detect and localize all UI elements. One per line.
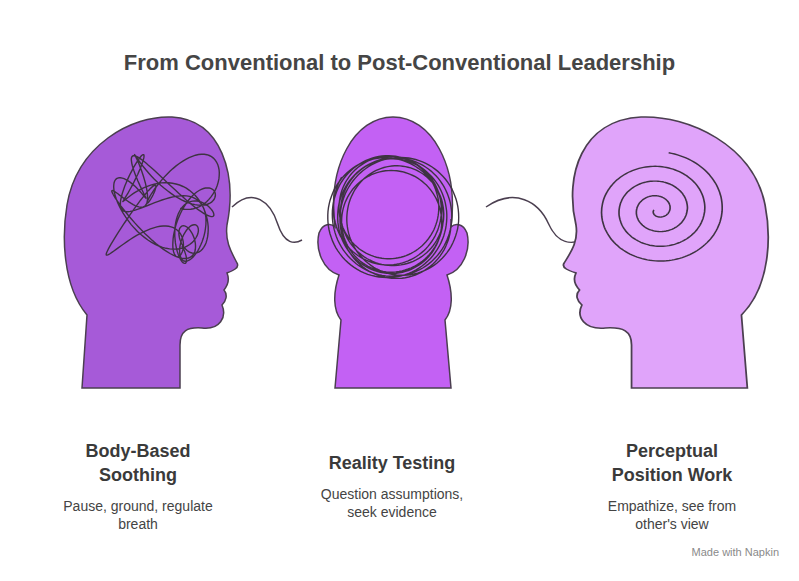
- head-silhouette: [62, 115, 238, 390]
- text-block: Body-Based SoothingPause, ground, regula…: [40, 437, 236, 535]
- text-block: Perceptual Position WorkEmpathize, see f…: [574, 437, 770, 535]
- node-heading: Reality Testing: [329, 451, 456, 475]
- connector-line: [486, 198, 582, 243]
- head-group: [318, 117, 468, 388]
- node-description: Question assumptions, seek evidence: [307, 485, 477, 521]
- head-silhouette: [563, 115, 771, 390]
- head-silhouette: [305, 115, 481, 390]
- head-outline: [64, 117, 237, 388]
- head-outline: [318, 117, 468, 388]
- connector-line: [232, 198, 302, 243]
- thought-scribble: [602, 153, 723, 261]
- thought-scribble: [328, 156, 459, 279]
- head-node: Body-Based SoothingPause, ground, regula…: [40, 115, 236, 535]
- thought-scribble: [106, 154, 219, 263]
- watermark: Made with Napkin: [692, 546, 779, 558]
- diagram-title: From Conventional to Post-Conventional L…: [0, 50, 799, 76]
- head-group: [563, 117, 768, 388]
- node-description: Pause, ground, regulate breath: [53, 497, 223, 533]
- node-description: Empathize, see from other's view: [587, 497, 757, 533]
- node-heading: Perceptual Position Work: [597, 439, 747, 487]
- head-outline: [563, 117, 768, 388]
- head-node: Perceptual Position WorkEmpathize, see f…: [574, 115, 770, 535]
- text-block: Reality TestingQuestion assumptions, see…: [294, 437, 490, 535]
- node-heading: Body-Based Soothing: [63, 439, 213, 487]
- head-node: Reality TestingQuestion assumptions, see…: [294, 115, 490, 535]
- head-group: [64, 117, 237, 388]
